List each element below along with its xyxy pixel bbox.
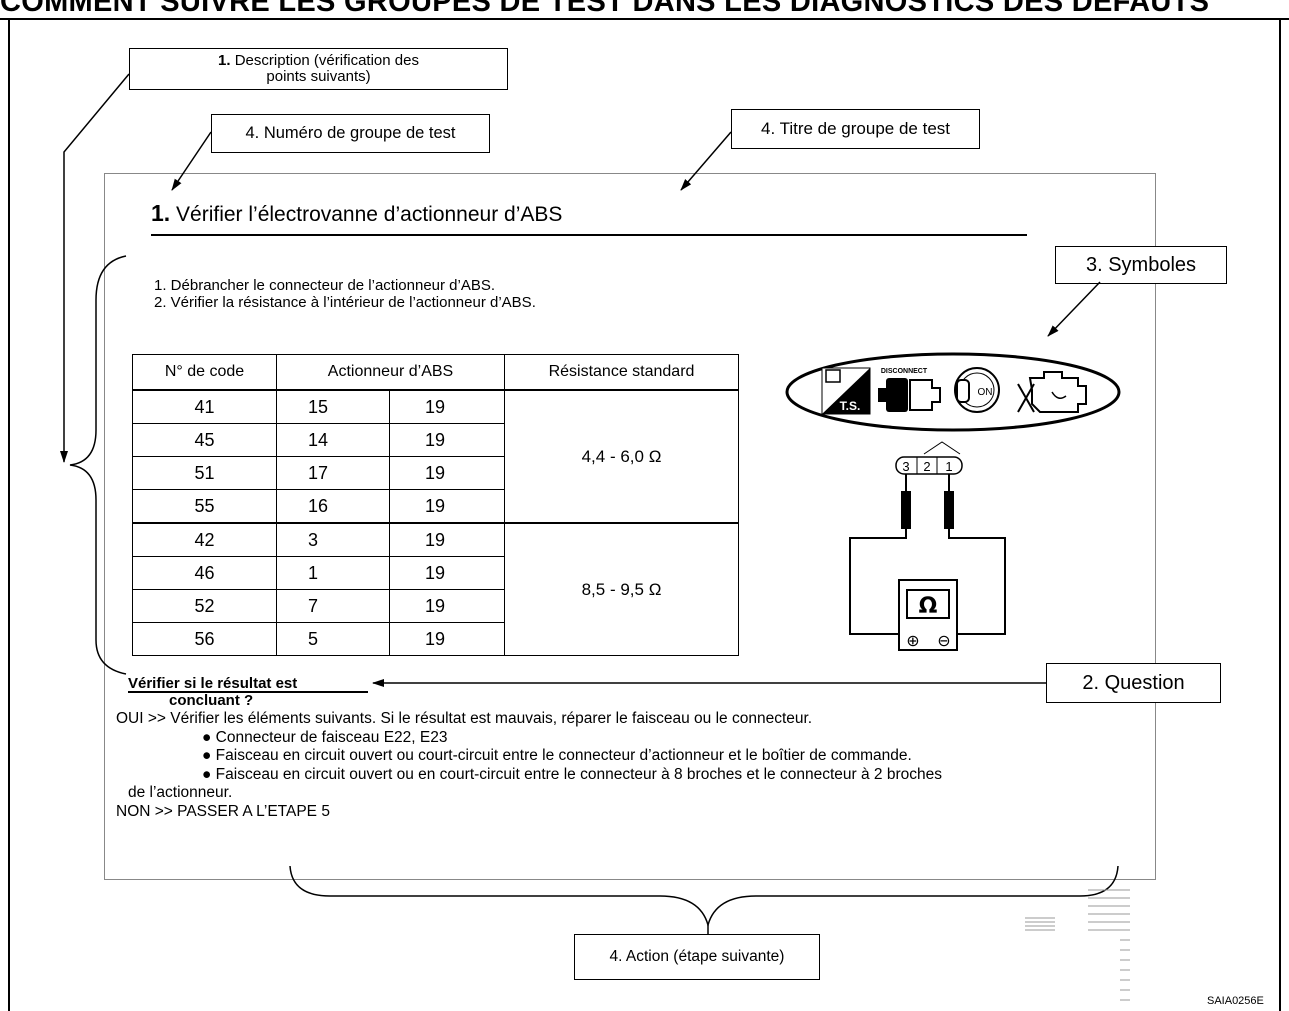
cell-terminal-b: 19: [389, 389, 505, 424]
question-underline: [128, 691, 368, 693]
cell-terminal-a: 1: [276, 556, 390, 590]
frame-top-line: [0, 18, 1289, 20]
cell-terminal-b: 19: [389, 456, 505, 490]
question-line1: Vérifier si le résultat est: [128, 675, 298, 692]
ignition-on-icon: ON: [954, 367, 1000, 413]
table-row: 51 17 19: [132, 456, 739, 490]
cell-terminal-b: 19: [389, 589, 505, 623]
cell-code: 42: [132, 522, 277, 557]
bullet-2: ● Faisceau en circuit ouvert ou court-ci…: [202, 747, 912, 764]
instruction-2: 2. Vérifier la résistance à l’intérieur …: [154, 294, 536, 311]
cell-terminal-a: 17: [276, 456, 390, 490]
table-row: 41 15 19 4,4 - 6,0 Ω: [132, 389, 739, 524]
plus-terminal: ⊕: [906, 631, 919, 650]
cell-terminal-b: 19: [389, 522, 505, 557]
instruction-1: 1. Débrancher le connecteur de l’actionn…: [154, 277, 496, 294]
cell-code: 52: [132, 589, 277, 623]
table-row: 52 7 19: [132, 589, 739, 623]
callout-action-text: 4. Action (étape suivante): [609, 948, 785, 965]
table-row: 56 5 19: [132, 622, 739, 656]
cell-terminal-a: 7: [276, 589, 390, 623]
connector: 3 2 1: [895, 441, 963, 475]
table-row: 45 14 19: [132, 423, 739, 457]
bullet-3: ● Faisceau en circuit ouvert ou en court…: [202, 765, 942, 783]
cell-terminal-b: 19: [389, 622, 505, 656]
disconnect-icon: DISCONNECT: [878, 368, 941, 412]
resistance-table: N° de code Actionneur d’ABS Résistance s…: [132, 354, 739, 656]
step-number: 1.: [151, 200, 171, 226]
cell-code: 45: [132, 423, 277, 457]
bullet-1: ● Connecteur de faisceau E22, E23: [202, 728, 448, 746]
table-header-row: N° de code Actionneur d’ABS Résistance s…: [132, 354, 739, 391]
frame-left-line: [8, 18, 10, 1011]
figure-code: SAIA0256E: [1207, 995, 1264, 1007]
cell-terminal-b: 19: [389, 556, 505, 590]
disconnect-label: DISCONNECT: [881, 368, 928, 375]
cell-code: 46: [132, 556, 277, 590]
cell-code: 51: [132, 456, 277, 490]
step-title-text: Vérifier l’électrovanne d’actionneur d’A…: [176, 203, 563, 226]
cell-code: 56: [132, 622, 277, 656]
header-standard: Résistance standard: [504, 354, 739, 391]
on-label: ON: [978, 387, 993, 398]
answers: OUI >> Vérifier les éléments suivants. S…: [116, 710, 942, 821]
callout-test-group-number-text: 4. Numéro de groupe de test: [245, 124, 456, 142]
step-title-underline: [151, 234, 1027, 236]
callout-test-group-number: 4. Numéro de groupe de test: [211, 114, 490, 153]
header-code: N° de code: [132, 354, 277, 391]
cell-standard-2: 8,5 - 9,5 Ω: [504, 522, 739, 656]
ts-label: T.S.: [840, 399, 861, 413]
cell-code: 41: [132, 389, 277, 424]
pin-1: 1: [945, 459, 952, 474]
answer-oui: OUI >> Vérifier les éléments suivants. S…: [116, 710, 813, 727]
cell-terminal-a: 5: [276, 622, 390, 656]
symbols-diagram: T.S. DISCONNECT ON 3 2 1: [785, 352, 1121, 651]
cell-terminal-a: 3: [276, 522, 390, 557]
ohm-symbol: Ω: [919, 594, 938, 619]
cell-terminal-a: 16: [276, 489, 390, 524]
question: Vérifier si le résultat est concluant ?: [128, 675, 297, 709]
scan-artifacts: [1025, 889, 1130, 1001]
instructions: 1. Débrancher le connecteur de l’actionn…: [154, 277, 536, 311]
callout-test-group-title-text: 4. Titre de groupe de test: [760, 119, 950, 138]
callout-description: 1. Description (vérification des points …: [129, 48, 508, 90]
table-row: 42 3 19 8,5 - 9,5 Ω: [132, 522, 739, 656]
cell-terminal-a: 14: [276, 423, 390, 457]
callout-test-group-title: 4. Titre de groupe de test: [731, 109, 980, 149]
callout-symbols-text: 3. Symboles: [1085, 254, 1197, 276]
step-title: 1. Vérifier l’électrovanne d’actionneur …: [151, 200, 562, 227]
frame-right-line: [1279, 18, 1281, 1011]
cell-code: 55: [132, 489, 277, 524]
cell-standard-1: 4,4 - 6,0 Ω: [504, 389, 739, 524]
page-header-title: COMMENT SUIVRE LES GROUPES DE TEST DANS …: [0, 0, 1210, 18]
question-line2: concluant ?: [169, 692, 254, 709]
table-row: 46 1 19: [132, 556, 739, 590]
header-actuator: Actionneur d’ABS: [276, 354, 505, 391]
answer-non: NON >> PASSER A L’ETAPE 5: [116, 802, 330, 820]
table-row: 55 16 19: [132, 489, 739, 524]
callout-question-text: 2. Question: [1082, 672, 1185, 694]
pin-2: 2: [923, 459, 930, 474]
callout-symbols: 3. Symboles: [1055, 246, 1227, 284]
callout-action: 4. Action (étape suivante): [574, 934, 820, 980]
cell-terminal-a: 15: [276, 389, 390, 424]
minus-terminal: ⊖: [937, 631, 950, 650]
probe-wires: [849, 474, 1006, 635]
callout-description-num: 1.: [218, 52, 231, 69]
callout-question: 2. Question: [1046, 663, 1221, 703]
cell-terminal-b: 19: [389, 489, 505, 524]
callout-description-text2: points suivants): [266, 68, 371, 85]
engine-off-icon: [1017, 371, 1087, 413]
ts-icon: T.S.: [821, 367, 871, 415]
pin-3: 3: [902, 459, 909, 474]
ohmmeter: Ω ⊕ ⊖: [898, 579, 958, 651]
bullet-3-cont: de l’actionneur.: [128, 784, 233, 801]
cell-terminal-b: 19: [389, 423, 505, 457]
callout-description-text: Description (vérification des: [234, 52, 419, 69]
